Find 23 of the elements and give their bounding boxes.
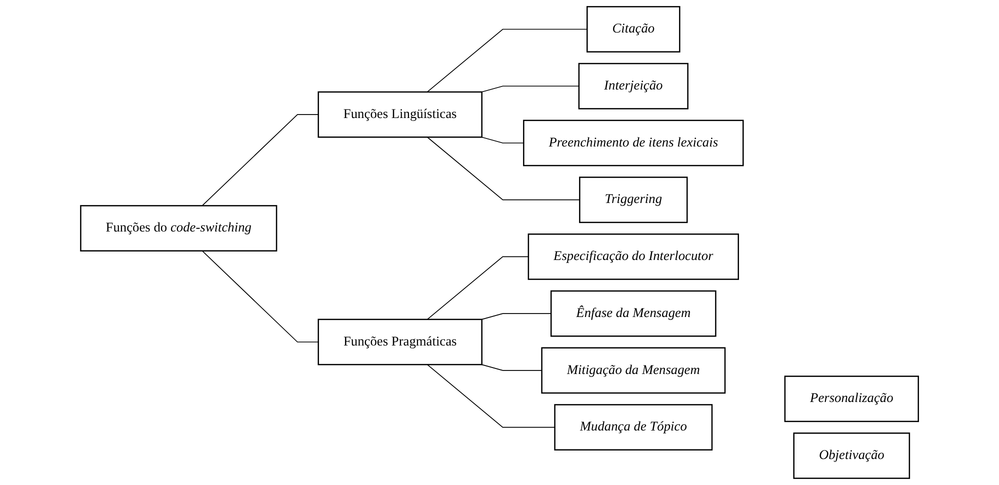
node-box: Preenchimento de itens lexicais (523, 120, 744, 166)
node-box: Citação (586, 6, 680, 52)
node-box: Objetivação (793, 432, 910, 479)
connector (426, 28, 588, 92)
connector (481, 364, 542, 371)
connector (481, 313, 552, 320)
node-box: Interjeição (578, 62, 688, 110)
node-box: Especificação do Interlocutor (528, 234, 739, 280)
connector (426, 136, 580, 200)
connector (481, 86, 580, 92)
node-box: Funções Pragmáticas (318, 318, 482, 366)
connector (426, 256, 529, 320)
node-box: Triggering (579, 176, 688, 224)
node-box: Funções Lingüísticas (318, 91, 482, 138)
node-box: Mudança de Tópico (554, 404, 713, 450)
connector (202, 250, 319, 342)
connector (426, 364, 556, 428)
connector (202, 114, 319, 206)
node-box: Personalização (784, 376, 919, 422)
node-box: Ênfase da Mensagem (550, 290, 716, 337)
node-box: Mitigação da Mensagem (541, 347, 726, 394)
connector (481, 136, 524, 144)
node-box: Funções do code-switching (80, 205, 278, 252)
